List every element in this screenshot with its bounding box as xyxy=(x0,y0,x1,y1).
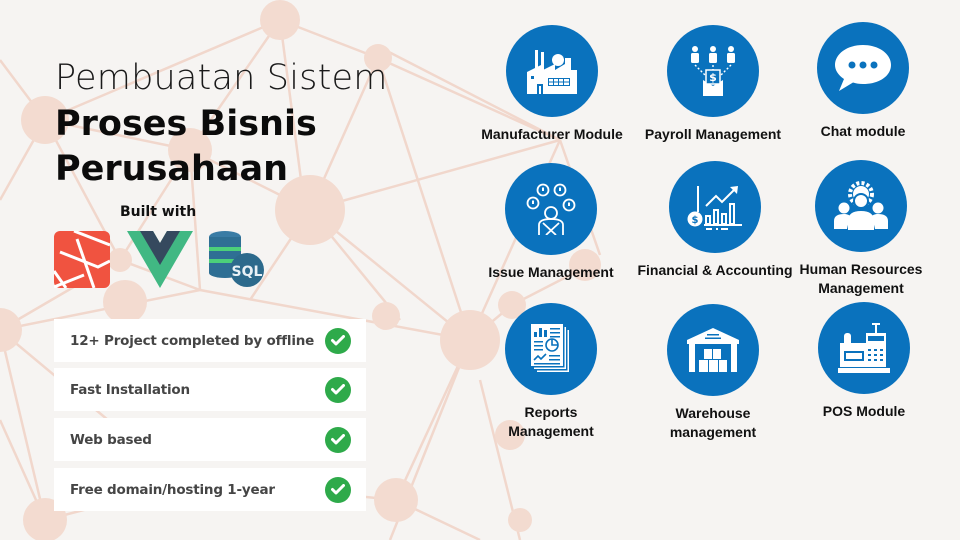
module-label: Financial & Accounting xyxy=(637,262,793,278)
feature-item: Fast Installation xyxy=(54,368,366,411)
vue-logo-icon xyxy=(127,231,193,288)
feature-item: Free domain/hosting 1-year xyxy=(54,468,366,511)
module-label: Chat module xyxy=(820,123,906,139)
module-human-resources: Human Resources Management xyxy=(776,160,946,298)
title-line-2: Proses Bisnis xyxy=(55,104,317,144)
module-financial: $ Financial & Accounting xyxy=(630,161,800,280)
warehouse-icon xyxy=(667,304,759,396)
module-pos: POS Module xyxy=(779,302,949,421)
feature-label: Fast Installation xyxy=(70,381,190,398)
feature-label: Free domain/hosting 1-year xyxy=(70,481,275,498)
module-label: Human Resources Management xyxy=(799,261,923,296)
feature-label: 12+ Project completed by offline xyxy=(70,332,315,349)
title-line-3: Perusahaan xyxy=(55,149,289,189)
module-label: Reports Management xyxy=(508,404,594,439)
feature-item: Web based xyxy=(54,418,366,461)
cash-register-icon xyxy=(818,302,910,394)
svg-text:$: $ xyxy=(709,71,717,84)
feature-item: 12+ Project completed by offline xyxy=(54,319,366,362)
factory-icon xyxy=(506,25,598,117)
sql-database-icon: SQL xyxy=(209,231,264,287)
module-label: Issue Management xyxy=(488,264,614,280)
check-circle-icon xyxy=(325,376,351,403)
module-label: Warehouse management xyxy=(669,405,757,440)
module-chat: Chat module xyxy=(778,22,948,141)
check-circle-icon xyxy=(325,327,351,354)
module-warehouse: Warehouse management xyxy=(628,304,798,442)
team-gear-icon xyxy=(815,160,907,252)
svg-text:SQL: SQL xyxy=(232,264,263,280)
module-reports: Reports Management xyxy=(466,303,636,441)
check-circle-icon xyxy=(325,476,351,503)
module-manufacturer: Manufacturer Module xyxy=(467,25,637,144)
built-with-label: Built with xyxy=(120,204,197,220)
module-label: Manufacturer Module xyxy=(481,126,623,142)
finance-chart-icon: $ xyxy=(669,161,761,253)
chat-bubble-icon xyxy=(817,22,909,114)
module-payroll: $ Payroll Management xyxy=(628,25,798,144)
module-issue: Issue Management xyxy=(466,163,636,282)
laravel-logo-icon xyxy=(54,231,110,288)
check-circle-icon xyxy=(325,426,351,453)
feature-label: Web based xyxy=(70,431,152,448)
svg-text:$: $ xyxy=(692,215,699,226)
module-label: Payroll Management xyxy=(644,126,782,142)
module-label: POS Module xyxy=(822,403,906,419)
report-document-icon xyxy=(505,303,597,395)
payroll-icon: $ xyxy=(667,25,759,117)
title-heading: Proses Bisnis Perusahaan xyxy=(55,102,317,192)
title-line-1: Pembuatan Sistem xyxy=(55,58,388,98)
issue-icon xyxy=(505,163,597,255)
